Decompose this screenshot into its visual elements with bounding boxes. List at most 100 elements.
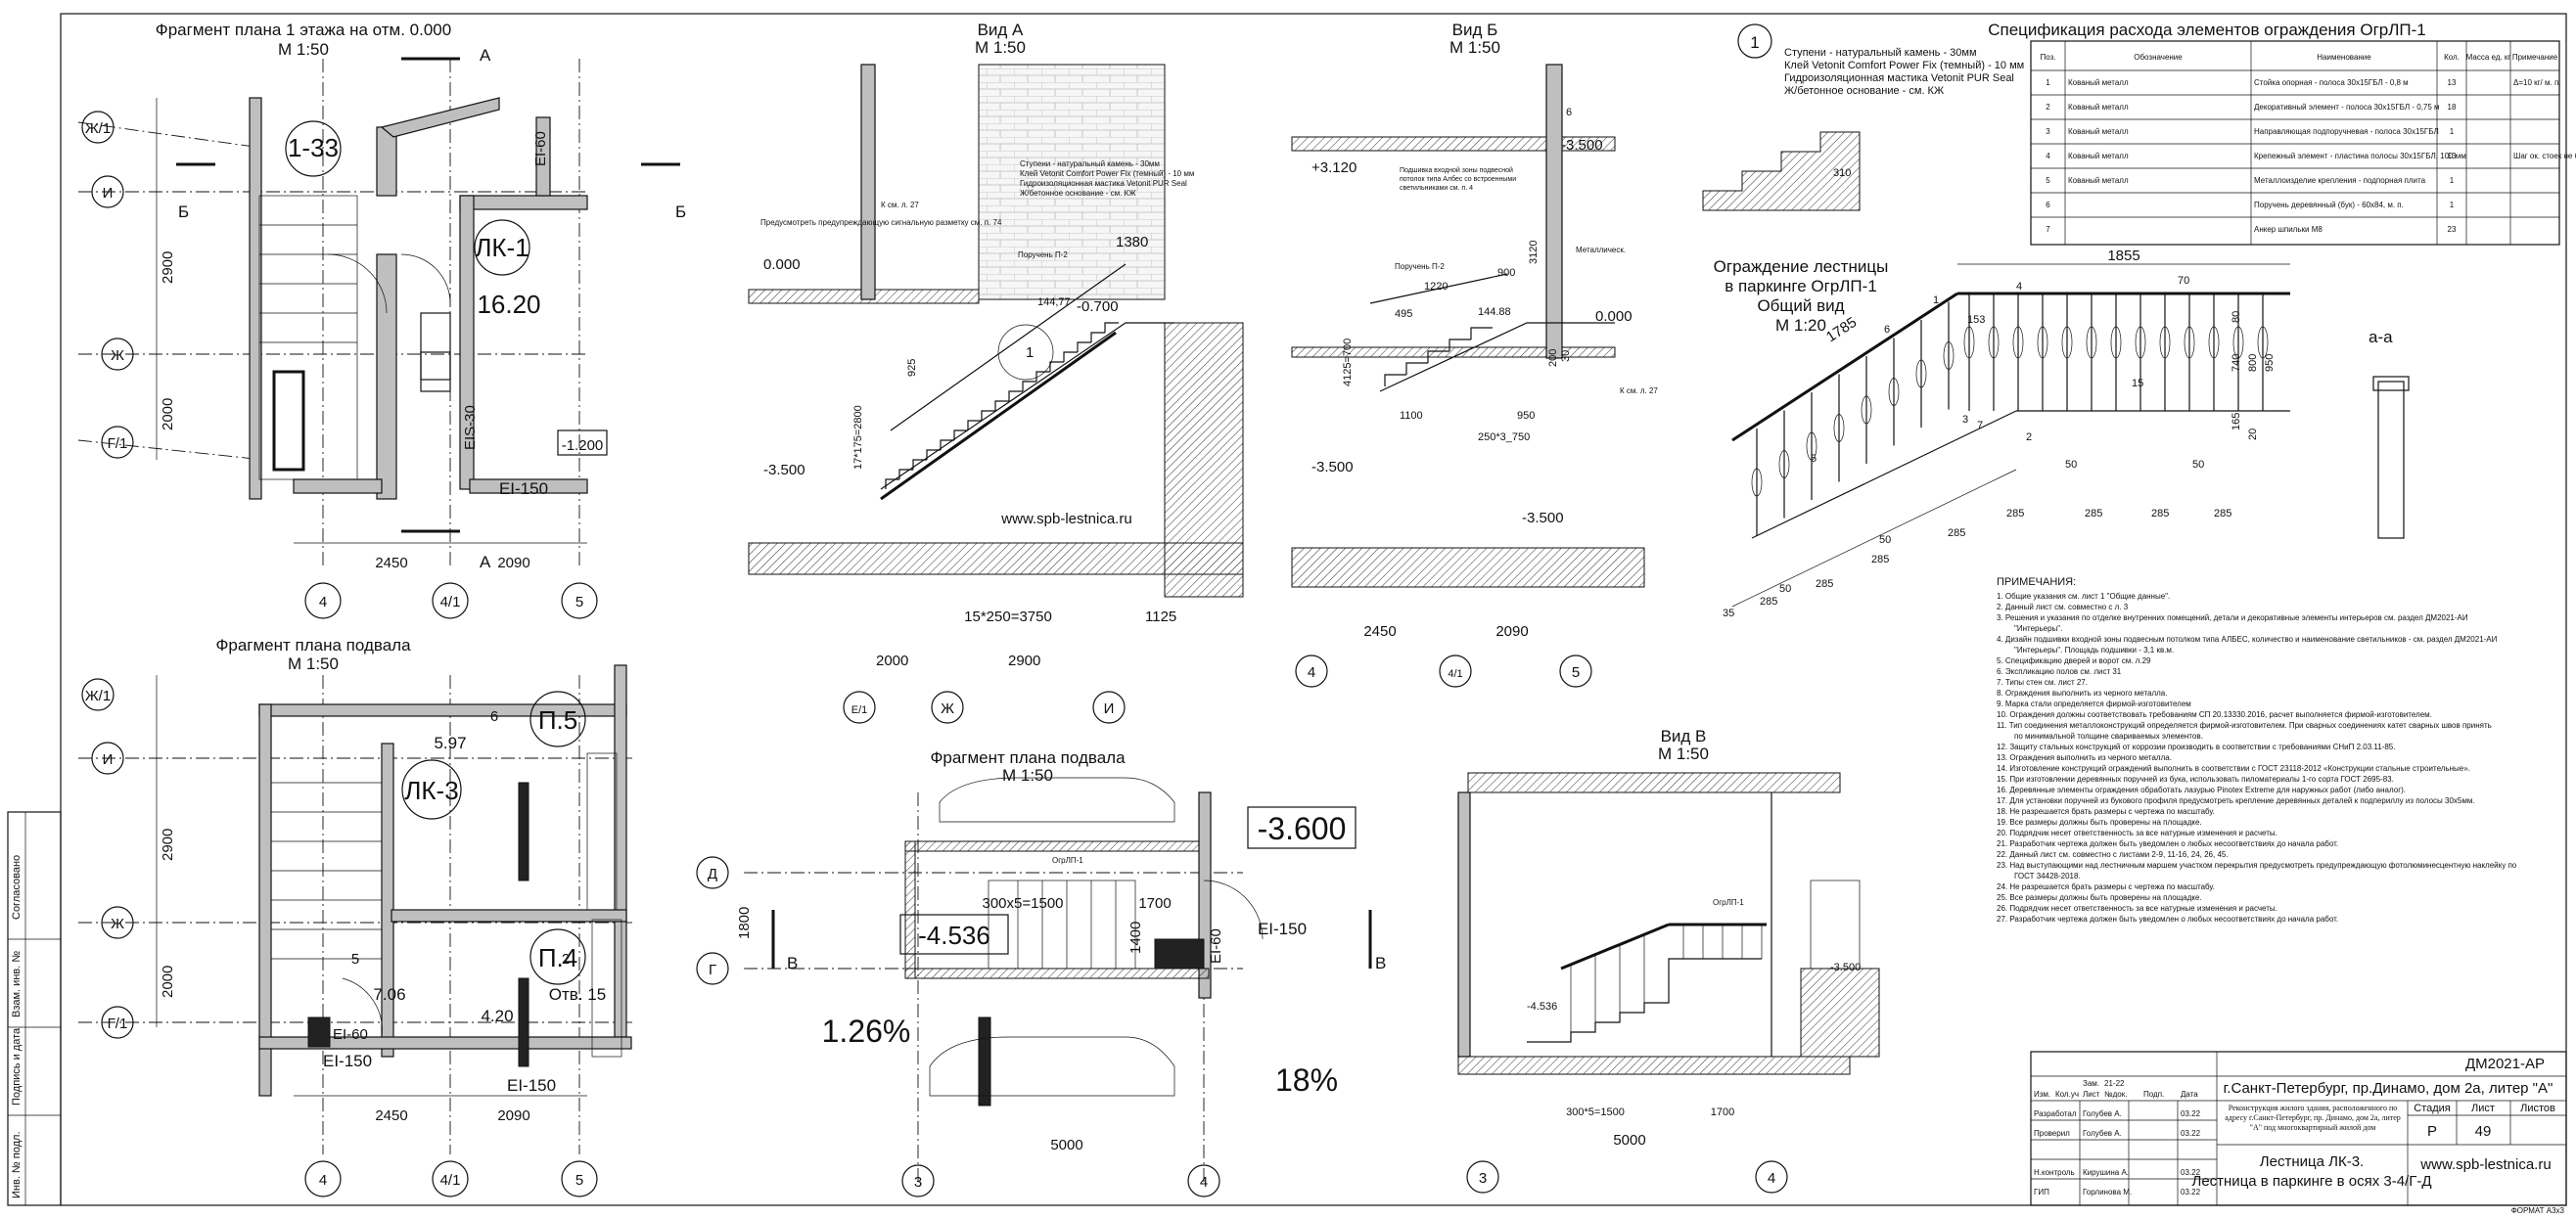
stair-step [1104,322,1119,333]
viewA-note5: Предусмотреть предупреждающую сигнальную… [760,218,1002,227]
view-b: Вид Б М 1:50 +3.120 -3.500 0.000 -3.500 … [1291,21,1658,688]
note-line: 14. Изготовление конструкций ограждений … [1997,764,2470,773]
viewB-poruchen: Поручень П-2 [1395,262,1445,271]
railing-800: 800 [2247,354,2259,372]
side-replace-inv: Взам. инв. № [11,951,23,1017]
viewV-300: 300*5=1500 [1566,1106,1625,1118]
viewA-note3: Гидроизоляционная мастика Vetonit PUR Se… [1020,179,1187,188]
railing-title3: Общий вид [1757,296,1844,315]
viewA-detail-1: 1 [1026,344,1034,361]
viewA-2000: 2000 [876,653,908,669]
viewB-ksm: К см. л. 27 [1620,386,1658,395]
stair-step [953,429,968,440]
viewA-note2: Клей Vetonit Comfort Power Fix (темный) … [1020,169,1194,178]
spec-cell: 1 [2046,78,2050,87]
baluster-ornament [2159,326,2171,359]
spec-cell: Декоративный элемент - полоса 30х15ГБЛ -… [2254,103,2440,112]
spec-cell: Кованый металл [2068,127,2129,136]
spec-cell: Направляющая подпоручневая - полоса 30х1… [2254,127,2439,136]
notes-block: ПРИМЕЧАНИЯ: 1. Общие указания см. лист 1… [1997,576,2517,924]
viewV-5000: 5000 [1613,1132,1645,1149]
spec-cell: Δ=10 кг/ м. п. [2513,78,2561,87]
stamp-r2: Проверил [2034,1129,2070,1138]
plan2-area3: 4.20 [481,1007,513,1025]
stair-step [1063,351,1078,362]
viewB-axis-41: 4/1 [1448,668,1462,680]
stamp-object: Реконструкция жилого здания, расположенн… [2225,1104,2401,1132]
viewB-3120: 3120 [1528,241,1540,264]
stair-step [885,478,899,489]
stamp-code: ДМ2021-АР [2465,1056,2545,1072]
note-line: 21. Разработчик чертежа должен быть увед… [1997,839,2338,848]
stamp-date1: 03.22 [2181,1109,2201,1118]
stamp-name2: Лестница в паркинге в осях 3-4/Г-Д [2191,1173,2431,1190]
viewV-axis-4: 4 [1768,1170,1775,1187]
spec-cell: 18 [2448,103,2457,112]
stamp-zam: Зам. [2083,1079,2099,1088]
viewA-title: Вид А [978,21,1024,39]
detail1-310: 310 [1833,167,1851,179]
viewA-poruchen: Поручень П-2 [1018,250,1068,259]
notes-title: ПРИМЕЧАНИЯ: [1997,576,2076,588]
plan2-dim-left1: 2900 [160,829,176,861]
note-line: 7. Типы стен см. лист 27. [1997,678,2088,687]
basement2-300: 300х5=1500 [983,895,1064,912]
stair-step [898,469,913,479]
viewA-lvl0: 0.000 [763,256,801,273]
spec-header-cell: Кол. [2444,53,2460,62]
side-stamp: Согласовано Взам. инв. № Подпись и дата … [7,811,62,1206]
spec-cell: Металлоизделие крепления - подпорная пли… [2254,176,2426,185]
plan-basement-left: Фрагмент плана подвала М 1:50 П.5 П.4 ЛК… [78,636,636,1197]
railing-20: 20 [2247,429,2259,440]
spec-cell: Поручень деревянный (бук) - 60х84, м. п. [2254,201,2404,209]
baluster-ornament [2012,326,2024,359]
viewB-1100: 1100 [1400,410,1423,422]
stamp-object-box: Реконструкция жилого здания, расположенн… [2225,1104,2401,1132]
baluster-ornament [2135,326,2146,359]
plan1-sec-b-right: Б [675,203,686,221]
viewA-1380: 1380 [1116,234,1148,250]
plan2-room-p4: П.4 [538,943,577,972]
baluster-ornament [1778,450,1790,478]
note-line: ГОСТ 34428-2018. [2014,872,2081,880]
spec-cell: 1 [2450,127,2455,136]
plan2-mark2: 2 [562,951,570,968]
baluster-ornament [2110,326,2122,359]
spec-cell: 2 [2046,103,2050,112]
side-inv-orig: Инв. № подл. [11,1131,23,1198]
stamp-sheet-h: Лист [2471,1103,2495,1114]
stamp-format: ФОРМАТ А3х3 [2511,1206,2565,1214]
basement2-title: Фрагмент плана подвала [930,748,1126,767]
viewB-900: 900 [1497,267,1515,279]
baluster-ornament [1888,378,1900,406]
note-line: 25. Все размеры должны быть проверены на… [1997,893,2202,902]
railing-285d: 285 [1948,527,1965,539]
basement2-ogr: ОгрЛП-1 [1052,856,1083,865]
railing-35: 35 [1723,608,1734,619]
plan1-axis-zh1: Ж/1 [85,120,111,137]
plan1-eis30: EIS-30 [462,405,479,450]
viewB-4125: 4125=700 [1342,339,1354,386]
plan1-sec-a-top: А [480,46,491,65]
stamp-url: www.spb-lestnica.ru [2419,1156,2551,1173]
plan2-dim-left2: 2000 [160,966,176,998]
railing-70: 70 [2178,275,2189,287]
detail1-l3: Гидроизоляционная мастика Vetonit PUR Se… [1784,72,2014,84]
viewA-url: www.spb-lestnica.ru [1000,511,1131,527]
spec-header-cell: Обозначение [2134,53,2183,62]
side-sign-date: Подпись и дата [11,1027,23,1106]
plan1-axis-zh: Ж [111,347,124,364]
plan1-room-tag: 1-33 [288,133,339,162]
note-line: 12. Защиту стальных конструкций от корро… [1997,743,2395,751]
note-line: по минимальной толщине свариваемых элеме… [2014,732,2203,741]
viewV-lvl-m4536: -4.536 [1527,1001,1557,1013]
baluster-ornament [2184,326,2195,359]
viewV-ogr: ОгрЛП-1 [1713,898,1744,907]
basement2-sec-v-right: В [1375,954,1386,972]
plan2-otv: Отв. 15 [549,985,606,1004]
plan2-axis-4: 4 [319,1172,327,1189]
plan-basement-middle: Фрагмент плана подвала М 1:50 -3.600 -4.… [696,748,1386,1197]
viewA-ksm: К см. л. 27 [881,201,919,209]
